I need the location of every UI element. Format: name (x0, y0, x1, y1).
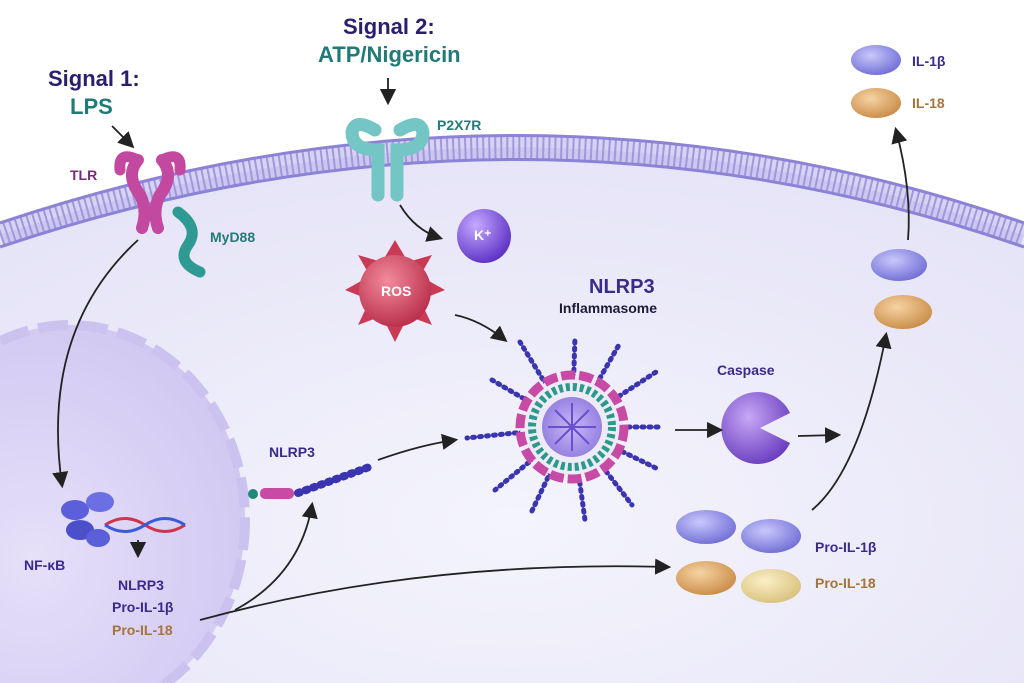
nuclear-envelope (0, 320, 250, 683)
caspase-enzyme (721, 391, 790, 464)
arrow-monomer-to-inflammasome (377, 433, 459, 461)
gene-pro-il1b-label: Pro-IL-1β (112, 599, 174, 615)
caspase-label: Caspase (717, 362, 775, 378)
arrow-p2x7r-to-potassium (399, 204, 444, 242)
il18-label: IL-18 (912, 95, 945, 111)
pro-il1b-label: Pro-IL-1β (815, 539, 877, 555)
gene-nlrp3-label: NLRP3 (118, 577, 164, 593)
signal2-agent: ATP/Nigericin (318, 42, 461, 67)
pro-il18-particle (676, 561, 736, 595)
nlrp3-inflammasome-complex (464, 334, 663, 523)
arrow-secretion (891, 126, 910, 241)
signal1-agent: LPS (70, 94, 113, 119)
pro-il18-label: Pro-IL-18 (815, 575, 876, 591)
nfkb-label: NF-κB (24, 557, 66, 573)
pro-il1b-particle (741, 519, 801, 553)
arrow-transcript-to-pro-cytokines (199, 558, 672, 621)
potassium-ion (457, 209, 511, 263)
inflammasome-title: NLRP3 (589, 276, 655, 298)
nlrp3-monomer-label: NLRP3 (269, 444, 315, 460)
myd88-adaptor (172, 206, 206, 278)
secreted-il18-particle (851, 88, 901, 118)
myd88-label: MyD88 (210, 229, 256, 245)
p2x7r-label: P2X7R (437, 117, 482, 133)
potassium-label: K⁺ (474, 227, 492, 243)
il1b-particle (871, 249, 927, 281)
arrow-tlr-to-nfkb (52, 239, 139, 489)
arrow-caspase-to-cleavage (797, 427, 842, 444)
signal1-title: Signal 1: (48, 66, 140, 91)
pro-il1b-particle (676, 510, 736, 544)
arrow-pro-to-mature-cytokines (811, 331, 892, 511)
il1b-label: IL-1β (912, 53, 946, 69)
p2x7r-receptor (345, 118, 430, 202)
nucleus (0, 325, 245, 683)
nf-kb-dna-complex (61, 492, 186, 547)
membrane-outer-edge (0, 134, 1024, 225)
tlr-receptor (114, 151, 186, 234)
tlr-label: TLR (70, 167, 98, 183)
gene-pro-il18-label: Pro-IL-18 (112, 622, 173, 638)
arrow-transcript-to-nlrp3 (234, 501, 318, 611)
inflammasome-subtitle: Inflammasome (559, 300, 658, 316)
membrane-lipids (0, 134, 1024, 248)
arrow-ros-to-inflammasome (454, 314, 508, 343)
ros-particle (345, 240, 445, 342)
ros-label: ROS (381, 283, 412, 299)
pro-il18-particle (741, 569, 801, 603)
arrow-lps-to-tlr (111, 125, 135, 149)
signal2-title: Signal 2: (343, 14, 435, 39)
nlrp3-monomer (248, 462, 376, 499)
secreted-il1b-particle (851, 45, 901, 75)
il18-particle (874, 295, 932, 329)
